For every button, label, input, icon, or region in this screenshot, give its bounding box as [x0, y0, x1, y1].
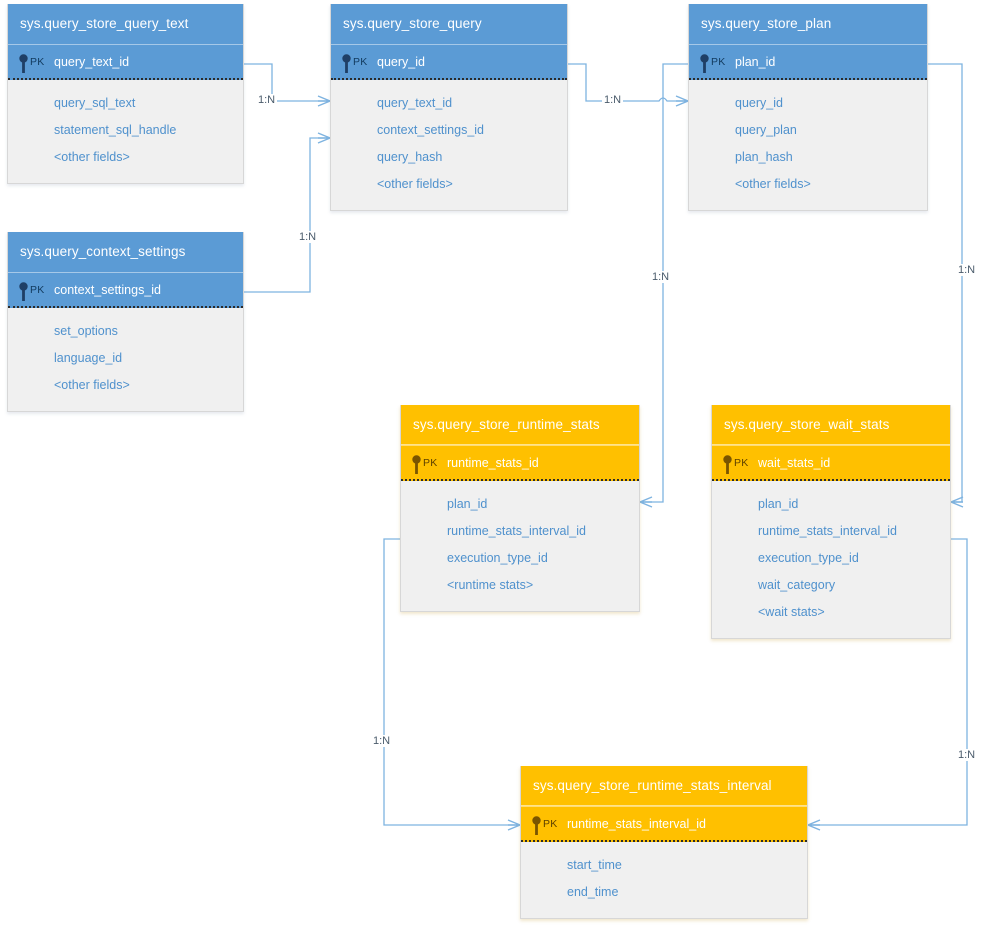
pk-field-name: runtime_stats_id	[447, 456, 539, 470]
key-icon	[19, 282, 28, 301]
entity-field: runtime_stats_interval_id	[758, 524, 897, 538]
entity-field: start_time	[567, 858, 622, 872]
key-icon	[342, 54, 351, 73]
cardinality-label: 1:N	[956, 749, 978, 761]
entity-title: sys.query_store_runtime_stats	[401, 405, 639, 445]
entity-title: sys.query_store_query_text	[8, 4, 243, 44]
entity-title: sys.query_context_settings	[8, 232, 243, 272]
entity-primary-key-row: PK wait_stats_id	[712, 445, 950, 481]
entity-field: <other fields>	[54, 150, 130, 164]
entity-field-list: query_sql_text statement_sql_handle <oth…	[8, 80, 243, 183]
entity-field: wait_category	[758, 578, 836, 592]
entity-field: <other fields>	[377, 177, 453, 191]
entity-title: sys.query_store_plan	[689, 4, 927, 44]
key-icon	[412, 455, 421, 474]
pk-tag: PK	[30, 56, 45, 68]
pk-field-name: context_settings_id	[54, 283, 162, 297]
entity-field: <wait stats>	[758, 605, 825, 619]
entity-field-list: query_text_id context_settings_id query_…	[331, 80, 567, 210]
entity-query-store-runtime-stats[interactable]: sys.query_store_runtime_stats PK runtime…	[400, 405, 640, 612]
entity-primary-key-row: PK query_text_id	[8, 44, 243, 80]
key-icon	[700, 54, 709, 73]
entity-field: query_hash	[377, 150, 443, 164]
entity-primary-key-row: PK context_settings_id	[8, 272, 243, 308]
entity-field: execution_type_id	[758, 551, 859, 565]
cardinality-label: 1:N	[297, 231, 319, 243]
pk-field-name: query_text_id	[54, 55, 130, 69]
pk-tag: PK	[423, 457, 438, 469]
entity-field: plan_id	[447, 497, 488, 511]
entity-primary-key-row: PK runtime_stats_id	[401, 445, 639, 481]
entity-query-store-query[interactable]: sys.query_store_query PK query_id query_…	[330, 4, 568, 211]
entity-field: plan_id	[758, 497, 799, 511]
key-icon	[723, 455, 732, 474]
entity-primary-key-row: PK runtime_stats_interval_id	[521, 806, 807, 842]
entity-field: <other fields>	[54, 378, 130, 392]
cardinality-label: 1:N	[956, 264, 978, 276]
entity-field: query_plan	[735, 123, 797, 137]
entity-field: query_text_id	[377, 96, 453, 110]
cardinality-label: 1:N	[256, 94, 278, 106]
entity-field: context_settings_id	[377, 123, 485, 137]
entity-field: statement_sql_handle	[54, 123, 177, 137]
key-icon	[19, 54, 28, 73]
entity-field: query_sql_text	[54, 96, 136, 110]
entity-field-list: plan_id runtime_stats_interval_id execut…	[712, 481, 950, 638]
cardinality-label: 1:N	[371, 735, 393, 747]
entity-query-store-wait-stats[interactable]: sys.query_store_wait_stats PK wait_stats…	[711, 405, 951, 639]
pk-tag: PK	[734, 457, 749, 469]
entity-field: <runtime stats>	[447, 578, 534, 592]
entity-field: runtime_stats_interval_id	[447, 524, 586, 538]
pk-tag: PK	[30, 284, 45, 296]
connector-context-settings-to-query	[244, 138, 330, 293]
entity-field: end_time	[567, 885, 619, 899]
entity-query-store-plan[interactable]: sys.query_store_plan PK plan_id query_id…	[688, 4, 928, 211]
pk-field-name: wait_stats_id	[758, 456, 831, 470]
entity-field-list: plan_id runtime_stats_interval_id execut…	[401, 481, 639, 611]
entity-field: execution_type_id	[447, 551, 548, 565]
pk-field-name: plan_id	[735, 55, 776, 69]
connector-plan-to-runtime-stats	[640, 63, 688, 502]
connector-query-to-plan	[568, 63, 688, 101]
entity-field-list: query_id query_plan plan_hash <other fie…	[689, 80, 927, 210]
entity-query-store-query-text[interactable]: sys.query_store_query_text PK query_text…	[7, 4, 244, 184]
entity-query-store-runtime-stats-interval[interactable]: sys.query_store_runtime_stats_interval P…	[520, 766, 808, 919]
cardinality-label: 1:N	[602, 94, 624, 106]
pk-tag: PK	[711, 56, 726, 68]
entity-query-context-settings[interactable]: sys.query_context_settings PK context_se…	[7, 232, 244, 412]
entity-title: sys.query_store_wait_stats	[712, 405, 950, 445]
entity-field: set_options	[54, 324, 118, 338]
pk-tag: PK	[543, 818, 558, 830]
entity-title: sys.query_store_runtime_stats_interval	[521, 766, 807, 806]
entity-primary-key-row: PK query_id	[331, 44, 567, 80]
entity-field: plan_hash	[735, 150, 793, 164]
pk-field-name: query_id	[377, 55, 425, 69]
pk-tag: PK	[353, 56, 368, 68]
entity-field-list: set_options language_id <other fields>	[8, 308, 243, 411]
entity-field: language_id	[54, 351, 123, 365]
entity-field: query_id	[735, 96, 783, 110]
entity-field-list: start_time end_time	[521, 842, 807, 918]
entity-title: sys.query_store_query	[331, 4, 567, 44]
cardinality-label: 1:N	[650, 271, 672, 283]
key-icon	[532, 816, 541, 835]
entity-primary-key-row: PK plan_id	[689, 44, 927, 80]
entity-field: <other fields>	[735, 177, 811, 191]
pk-field-name: runtime_stats_interval_id	[567, 817, 706, 831]
